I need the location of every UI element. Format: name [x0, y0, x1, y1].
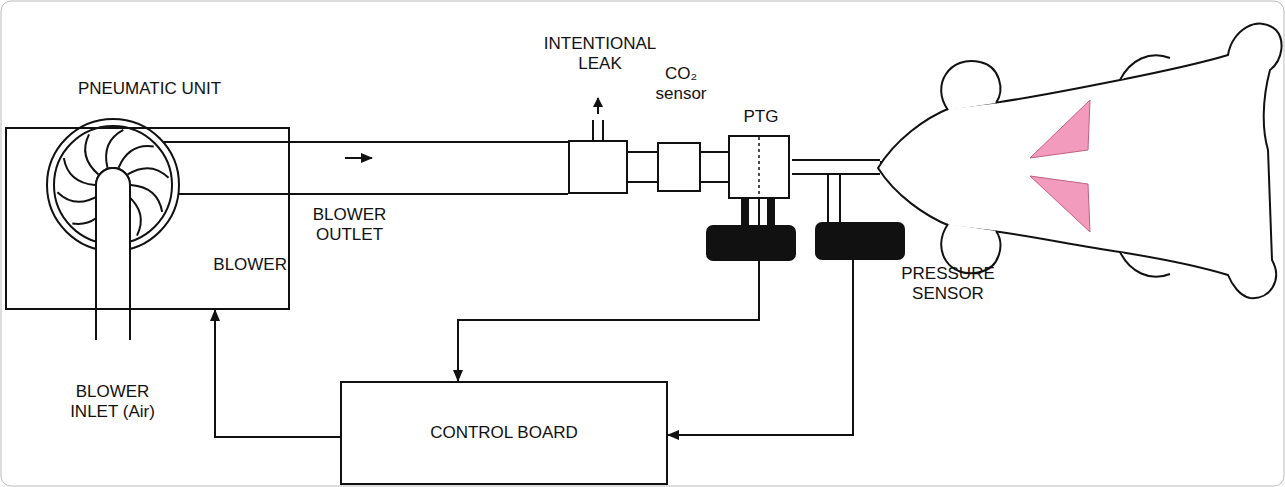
air-tube	[701, 167, 728, 168]
flow-arrow	[345, 157, 372, 159]
component-box: PTG	[728, 135, 790, 199]
component-label: PRESSURE SENSOR	[893, 264, 1003, 305]
component-label: BLOWER	[187, 255, 287, 275]
component-box: CONTROL BOARD	[340, 381, 668, 485]
part-label: BLOWER OUTLET	[292, 205, 407, 246]
rat-outline	[878, 24, 1282, 299]
component-box: PRESSURE SENSOR	[815, 222, 905, 260]
part-label: BLOWER INLET (Air)	[55, 382, 170, 423]
lungs	[1030, 100, 1090, 232]
component-label: CONTROL BOARD	[342, 423, 666, 443]
component-box: CO₂ sensor	[657, 142, 701, 192]
leak-outlet	[593, 98, 603, 140]
air-tube	[290, 168, 568, 169]
component-box: INTENTIONAL LEAK	[568, 140, 628, 194]
component-box: PNEUMATIC UNITBLOWER	[5, 127, 290, 310]
component-label: CO₂ sensor	[641, 64, 721, 105]
blower-inlet-tube	[96, 168, 130, 340]
differential-pressure-sensor	[706, 199, 796, 261]
air-tube	[628, 167, 657, 168]
ptg-screen	[758, 137, 760, 197]
signal-wire	[668, 260, 853, 435]
component-label: INTENTIONAL LEAK	[530, 34, 670, 75]
component-label: PTG	[720, 107, 802, 127]
signal-wire	[215, 310, 340, 437]
signal-wire	[458, 199, 759, 381]
flow-arrow	[345, 157, 372, 159]
component-label: PNEUMATIC UNIT	[7, 79, 292, 99]
